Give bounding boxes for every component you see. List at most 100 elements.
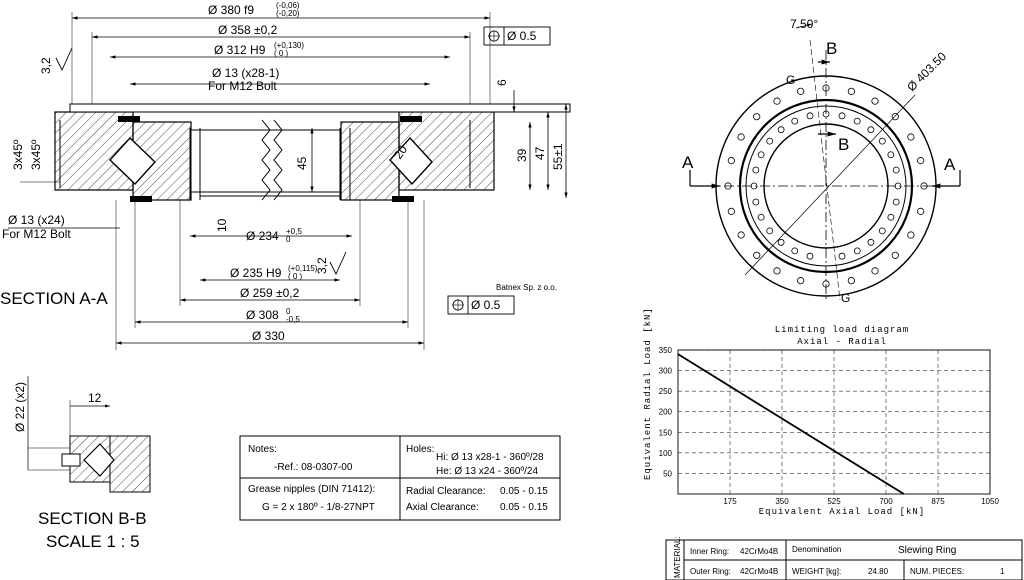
y-tick-label: 150 [659,428,673,437]
y-tick-label: 250 [659,387,673,396]
dim-47: 47 [533,146,547,160]
holes-title: Holes: [406,444,434,455]
tol-value-bottom: Ø 0.5 [471,298,501,312]
section-aa-labels: Ø 380 f9 (-0,06) (-0,20) Ø 358 ±0,2 Ø 31… [0,1,565,343]
grease-title: Grease nipples (DIN 71412): [248,484,375,495]
inner-hole [892,166,900,174]
outer-hole [907,231,915,239]
dim-234-tol-lo: 0 [286,235,291,244]
dim-10: 10 [215,218,229,232]
outer-hole [753,113,761,121]
radial-label: Radial Clearance: [406,486,486,497]
dim-234-tol-up: +0,5 [286,227,302,236]
chamfer-1: 3x45º [11,139,25,170]
chart-title: Limiting load diagram [775,325,909,335]
grease-value: G = 2 x 180º - 1/8-27NPT [262,502,375,513]
radial-value: 0.05 - 0.15 [500,486,548,497]
section-bb-view: Ø 22 (x2) 12 SECTION B-B SCALE 1 : 5 [13,376,151,551]
dim-12: 12 [88,391,102,405]
chart-subtitle: Axial - Radial [797,337,887,347]
outer-hole [847,277,855,285]
dim-403: Ø 403.50 [904,49,949,94]
seal-tr [400,116,422,122]
seal-tl [118,116,140,122]
section-bb-scale: SCALE 1 : 5 [46,532,140,551]
tolerance-frame-bottom [447,295,515,315]
seal-br [392,196,414,202]
label-a-right: A [944,155,956,174]
dim-380-tol-up: (-0,06) [276,1,300,10]
inner-hole [878,137,886,145]
top-view: A A B B G G 7.50° Ø 403.50 [682,17,961,305]
company-name: Batnex Sp. z o.o. [496,283,557,292]
label-b-mid: B [838,135,849,154]
dim-312-tol-up: (+0,130) [274,41,304,50]
dim-22: Ø 22 (x2) [13,382,27,432]
for-m12-top: For M12 Bolt [208,79,277,93]
chart-ylabel: Equivalent Radial Load [kN] [643,307,653,480]
tb-denom-label: Denomination [792,545,841,554]
tb-outer-val: 42CrMo4B [740,567,778,576]
outer-hole [847,87,855,95]
outer-hole [773,267,781,275]
x-tick-label: 875 [931,497,945,506]
label-g-bottom: G [841,291,850,305]
x-tick-label: 525 [827,497,841,506]
load-limit-line [677,353,905,495]
outer-hole [797,87,805,95]
tolerance-frame-top [483,26,551,46]
seal-bl [130,196,152,202]
inner-bolt-holes [750,110,902,260]
inner-hole [853,117,861,125]
outer-hole [773,97,781,105]
x-tick-label: 175 [723,497,737,506]
outer-hole [737,133,745,141]
dim-13-outer: Ø 13 (x24) [8,213,65,227]
chamfer-2: 3x45º [29,139,43,170]
label-a-left: A [682,153,694,172]
inner-hole [777,238,785,246]
axial-label: Axial Clearance: [406,502,479,513]
dim-45: 45 [295,156,309,170]
outer-hole [891,113,899,121]
tb-material: MATERIAL: [673,536,682,578]
outer-hole [753,251,761,259]
label-g-top: G [786,73,795,87]
inner-hole [838,252,846,260]
inner-hole [878,227,886,235]
dim-235-tol-lo: ( 0 ) [288,272,303,281]
dim-308: Ø 308 [246,308,279,322]
outer-hole [917,207,925,215]
dim-235-tol-up: (+0,115) [288,264,318,273]
outer-hole [871,97,879,105]
tb-inner-val: 42CrMo4B [740,547,778,556]
inner-hole [791,117,799,125]
dim-380: Ø 380 f9 [208,3,254,17]
label-b-top: B [826,39,837,58]
chart-series [677,353,905,495]
dim-259: Ø 259 ±0,2 [240,286,300,300]
inner-hole [752,198,760,206]
outer-hole [727,207,735,215]
dim-312: Ø 312 H9 [214,43,266,57]
holes-hi: Hi: Ø 13 x28-1 - 360º/28 [436,452,544,463]
notes-box: Notes: -Ref.: 08-0307-00 Grease nipples … [239,435,561,521]
dim-234: Ø 234 [246,229,279,243]
notes-title: Notes: [248,444,277,455]
chart-grid [677,349,991,495]
inner-hole [757,151,765,159]
roller-right [389,136,433,186]
inner-hole [806,112,814,120]
bb-inner-ring [109,435,151,493]
outer-bolt-holes [724,84,928,288]
y-tick-label: 350 [659,346,673,355]
roughness-1: 3,2 [39,57,53,74]
tb-pieces-label: NUM. PIECES: [910,567,964,576]
outer-hole [917,157,925,165]
tol-value-top: Ø 0.5 [507,29,537,43]
tb-pieces-val: 1 [1000,567,1005,576]
roughness-2: 3,2 [315,257,329,274]
dim-angle: 7.50° [790,17,818,31]
dim-13-inner: Ø 13 (x28-1) [212,66,279,80]
